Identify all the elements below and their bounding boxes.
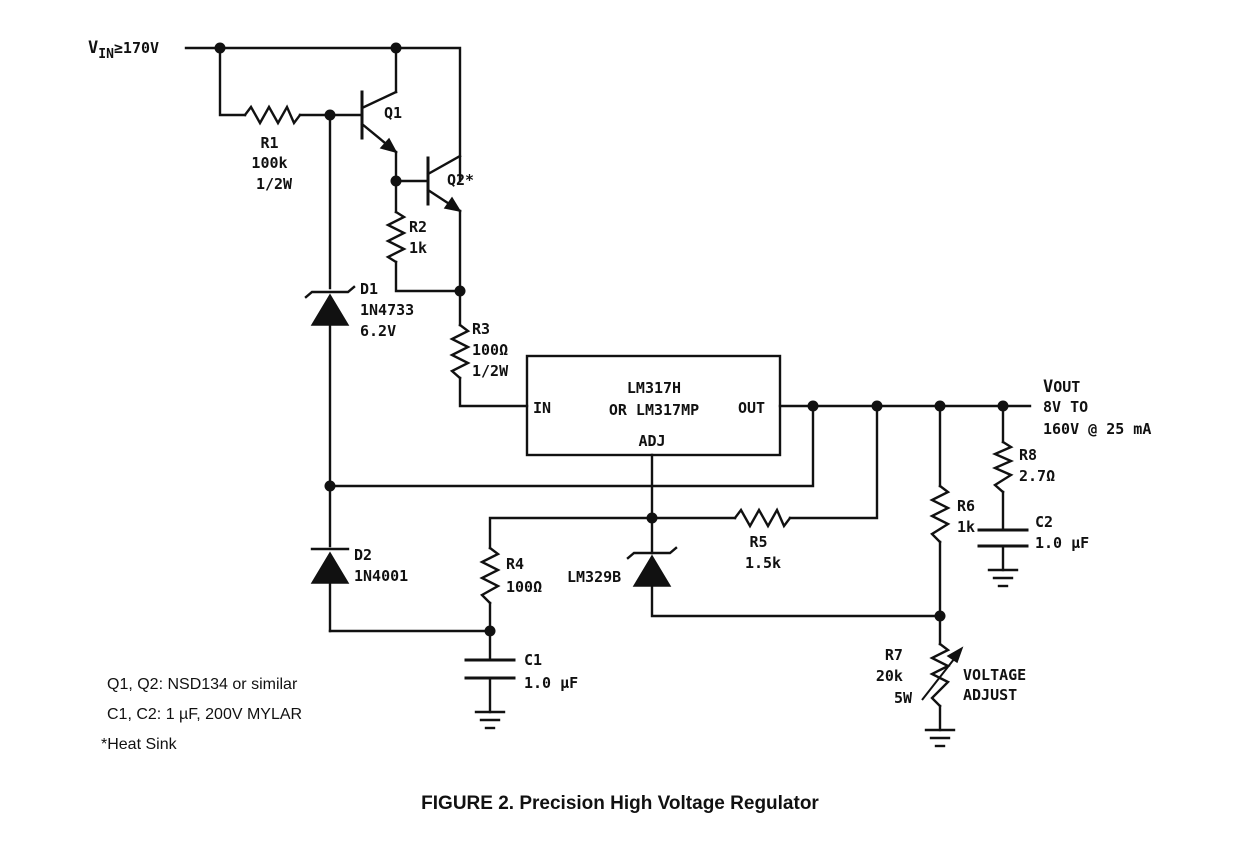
note-transistors: Q1, Q2: NSD134 or similar bbox=[107, 676, 298, 693]
regulator-lm317 bbox=[525, 354, 782, 457]
junction-dots bbox=[214, 42, 1009, 637]
d1-label: D1 1N4733 6.2V bbox=[360, 280, 423, 340]
c1-label: C1 1.0 µF bbox=[524, 651, 578, 692]
potentiometer-r7 bbox=[921, 642, 964, 708]
r6-label: R6 1k bbox=[957, 497, 984, 536]
regulator-name-2: OR LM317MP bbox=[609, 401, 699, 419]
resistor-r1 bbox=[243, 104, 302, 126]
regulator-adj-pin: ADJ bbox=[638, 432, 665, 450]
c2-label: C2 1.0 µF bbox=[1035, 513, 1089, 552]
ground-c1 bbox=[474, 710, 506, 730]
note-heatsink: *Heat Sink bbox=[101, 736, 178, 753]
vout-label: VOUT 8V TO 160V @ 25 mA bbox=[1043, 377, 1151, 438]
q1-label: Q1 bbox=[384, 104, 402, 122]
zener-lm329b bbox=[626, 546, 678, 587]
q2-label: Q2* bbox=[447, 171, 474, 189]
transistor-q1 bbox=[360, 90, 398, 154]
resistor-r4 bbox=[479, 546, 501, 605]
resistor-r5 bbox=[733, 507, 792, 529]
diode-d2 bbox=[310, 547, 350, 584]
transistor-q2 bbox=[426, 154, 462, 213]
note-capacitors: C1, C2: 1 µF, 200V MYLAR bbox=[107, 706, 302, 723]
capacitor-c1 bbox=[464, 658, 516, 680]
r5-label: R5 1.5k bbox=[745, 533, 781, 572]
voltage-adjust-label: VOLTAGE ADJUST bbox=[963, 666, 1035, 704]
r2-label: R2 1k bbox=[409, 218, 436, 257]
regulator-out-pin: OUT bbox=[738, 399, 765, 417]
resistor-r8 bbox=[992, 440, 1014, 494]
wires bbox=[184, 46, 1032, 732]
vin-label: VIN≥170V bbox=[88, 38, 159, 62]
figure-caption: FIGURE 2. Precision High Voltage Regulat… bbox=[421, 793, 819, 814]
capacitor-c2 bbox=[977, 528, 1029, 548]
r3-label: R3 100Ω 1/2W bbox=[472, 320, 517, 380]
ground-r7 bbox=[924, 728, 956, 748]
resistor-r2 bbox=[385, 210, 407, 264]
r7-label: R7 20k 5W bbox=[876, 646, 913, 707]
r4-label: R4 100Ω bbox=[506, 555, 542, 596]
r1-label: R1 100k 1/2W bbox=[251, 134, 296, 193]
ground-c2 bbox=[987, 568, 1019, 588]
lm329b-label: LM329B bbox=[567, 568, 621, 586]
resistor-r3 bbox=[449, 323, 471, 380]
regulator-name-1: LM317H bbox=[627, 379, 681, 397]
resistor-r6 bbox=[929, 484, 951, 544]
d2-label: D2 1N4001 bbox=[354, 546, 408, 585]
zener-diode-d1 bbox=[304, 285, 356, 326]
r8-label: R8 2.7Ω bbox=[1019, 446, 1055, 485]
regulator-in-pin: IN bbox=[533, 399, 551, 417]
